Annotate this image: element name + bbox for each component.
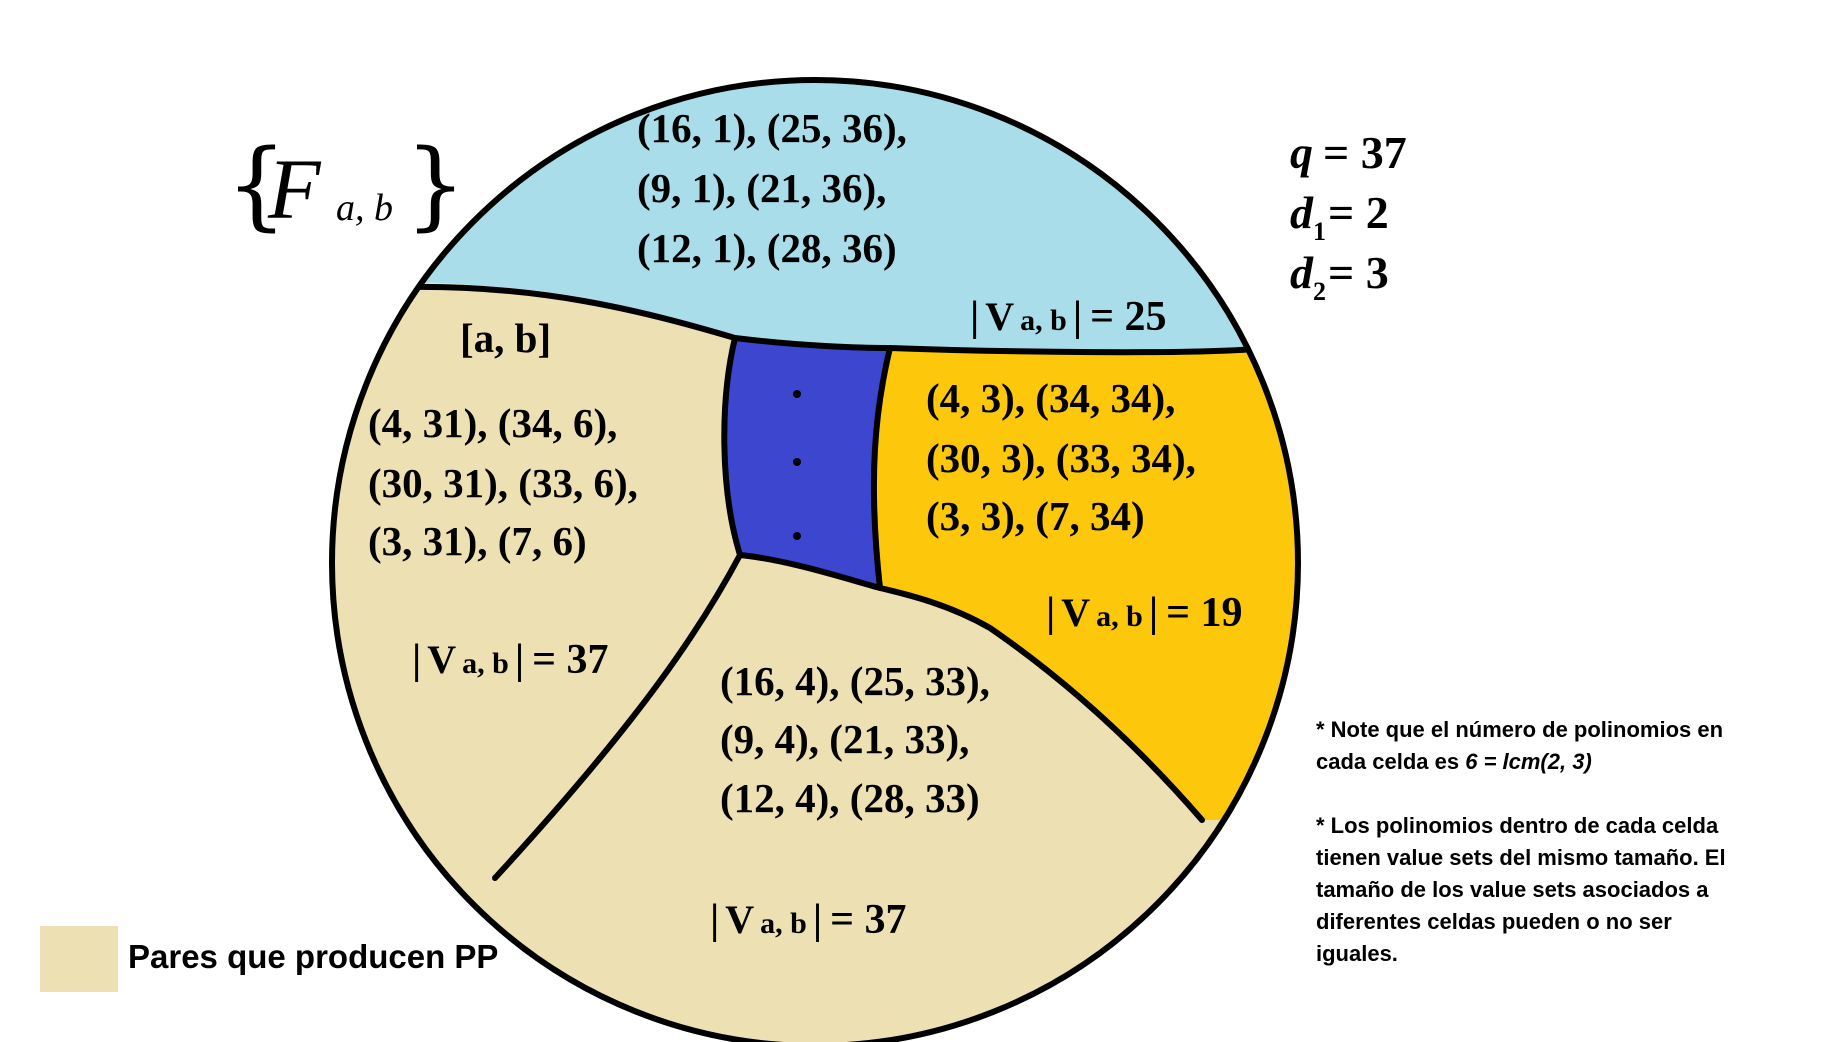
family-label: { F a, b } — [226, 129, 466, 241]
right-cell-pairs-line-2: (30, 3), (33, 34), — [926, 435, 1196, 481]
svg-text:a, b: a, b — [336, 187, 393, 229]
cell-right — [873, 348, 1298, 820]
note-cell-count: * Note que el número de polinomios en ca… — [1316, 714, 1816, 778]
cell-bottom — [332, 555, 1298, 1042]
cell-boundaries — [402, 283, 1268, 881]
left-cell-pairs-line-2: (30, 31), (33, 6), — [368, 460, 638, 506]
param-d1: d1= 2 — [1290, 187, 1389, 246]
outer-circle — [329, 77, 1301, 1042]
note-value-sets: * Los polinomios dentro de cada celda ti… — [1316, 810, 1816, 970]
svg-text:{: { — [226, 129, 287, 241]
note-value-sets-line-4: diferentes celdas pueden o no ser — [1316, 909, 1672, 934]
note-value-sets-line-1: * Los polinomios dentro de cada celda — [1316, 813, 1719, 838]
note-value-sets-line-3: tamaño de los value sets asociados a — [1316, 877, 1709, 902]
right-cell-pairs-line-3: (3, 3), (7, 34) — [926, 493, 1145, 539]
left-cell-header: [a, b] — [460, 315, 551, 361]
left-cell-pairs-line-3: (3, 31), (7, 6) — [368, 518, 587, 564]
svg-text:}: } — [405, 129, 466, 241]
param-d2: d2= 3 — [1290, 247, 1389, 306]
svg-text:F: F — [267, 141, 322, 237]
cell-left — [332, 282, 740, 878]
right-cell-pairs-line-1: (4, 3), (34, 34), — [926, 375, 1175, 421]
ellipsis-dots — [793, 390, 801, 540]
left-cell-pairs-line-1: (4, 31), (34, 6), — [368, 400, 617, 446]
top-cell-pairs-line-1: (16, 1), (25, 36), — [637, 105, 907, 151]
bottom-cell-pairs-line-2: (9, 4), (21, 33), — [720, 716, 969, 762]
cell-middle — [724, 338, 890, 588]
note-cell-count-line-2: cada celda es 6 = lcm(2, 3) — [1316, 749, 1592, 774]
top-cell-pairs-line-2: (9, 1), (21, 36), — [637, 165, 886, 211]
top-cell-pairs-line-3: (12, 1), (28, 36) — [637, 225, 897, 271]
param-q: q= 37 — [1290, 127, 1407, 178]
note-value-sets-line-2: tienen value sets del mismo tamaño. El — [1316, 845, 1726, 870]
legend-label: Pares que producen PP — [128, 938, 499, 975]
lcm-formula: 6 = lcm(2, 3) — [1465, 749, 1592, 774]
note-value-sets-line-5: iguales. — [1316, 941, 1398, 966]
bottom-cell-pairs-line-3: (12, 4), (28, 33) — [720, 775, 980, 821]
bottom-cell-pairs-line-1: (16, 4), (25, 33), — [720, 658, 990, 704]
note-cell-count-line-1: * Note que el número de polinomios en — [1316, 717, 1724, 742]
legend-swatch — [40, 926, 118, 992]
